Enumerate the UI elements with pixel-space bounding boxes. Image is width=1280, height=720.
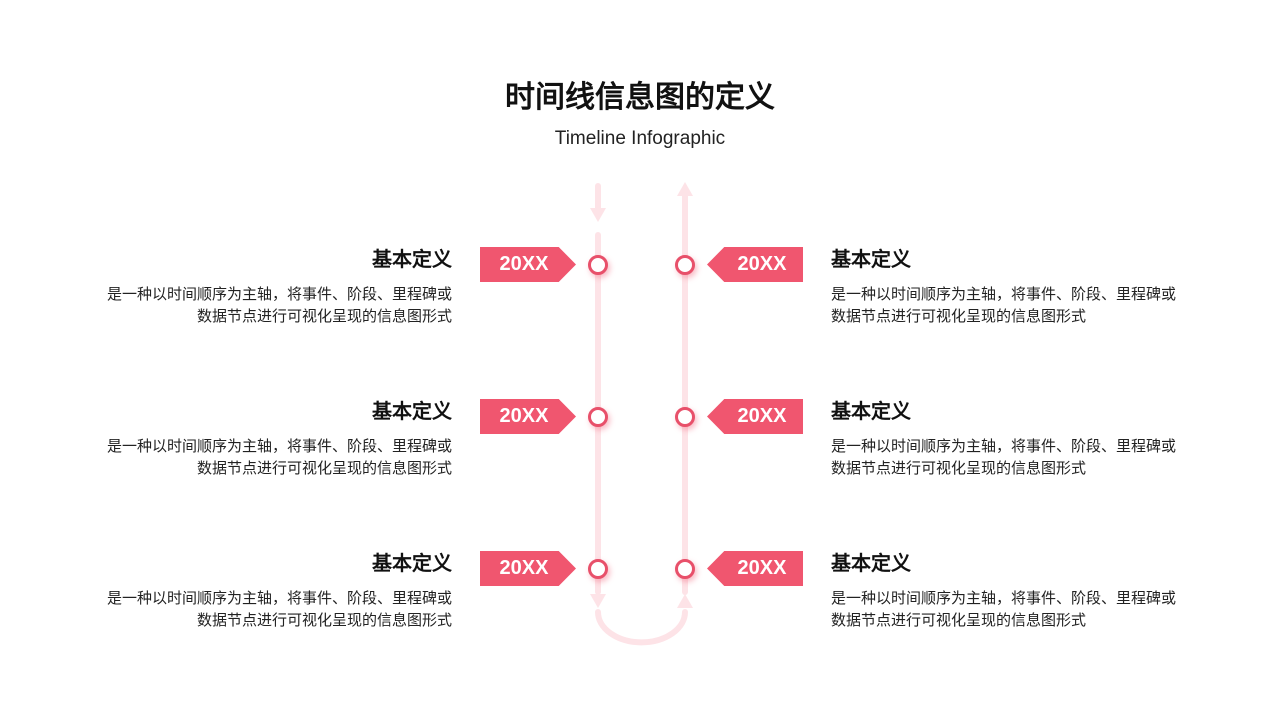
item-title: 基本定义 bbox=[372, 249, 452, 271]
timeline-node-icon bbox=[675, 559, 695, 579]
desc-line: 是一种以时间顺序为主轴，将事件、阶段、里程碑或 bbox=[106, 590, 452, 607]
desc-line: 是一种以时间顺序为主轴，将事件、阶段、里程碑或 bbox=[106, 438, 452, 455]
desc-line: 是一种以时间顺序为主轴，将事件、阶段、里程碑或 bbox=[831, 438, 1177, 455]
item-title: 基本定义 bbox=[372, 401, 452, 423]
item-title: 基本定义 bbox=[831, 401, 911, 423]
timeline-node-icon bbox=[588, 255, 608, 275]
down-arrow-icon bbox=[590, 594, 606, 608]
item-title: 基本定义 bbox=[831, 249, 911, 271]
page-title: 时间线信息图的定义 bbox=[505, 81, 775, 114]
item-description: 是一种以时间顺序为主轴，将事件、阶段、里程碑或数据节点进行可视化呈现的信息图形式 bbox=[831, 284, 1211, 328]
desc-line: 是一种以时间顺序为主轴，将事件、阶段、里程碑或 bbox=[106, 286, 452, 303]
timeline-node-icon bbox=[588, 559, 608, 579]
item-description: 是一种以时间顺序为主轴，将事件、阶段、里程碑或数据节点进行可视化呈现的信息图形式 bbox=[831, 588, 1211, 632]
desc-line: 数据节点进行可视化呈现的信息图形式 bbox=[831, 308, 1087, 325]
item-description: 是一种以时间顺序为主轴，将事件、阶段、里程碑或数据节点进行可视化呈现的信息图形式 bbox=[831, 436, 1211, 480]
timeline-item: 基本定义 是一种以时间顺序为主轴，将事件、阶段、里程碑或数据节点进行可视化呈现的… bbox=[72, 243, 452, 328]
item-description: 是一种以时间顺序为主轴，将事件、阶段、里程碑或数据节点进行可视化呈现的信息图形式 bbox=[72, 588, 452, 632]
page-subtitle: Timeline Infographic bbox=[554, 128, 726, 149]
item-description: 是一种以时间顺序为主轴，将事件、阶段、里程碑或数据节点进行可视化呈现的信息图形式 bbox=[72, 284, 452, 328]
desc-line: 数据节点进行可视化呈现的信息图形式 bbox=[831, 460, 1087, 477]
year-tag: 20XX bbox=[480, 399, 576, 434]
item-description: 是一种以时间顺序为主轴，将事件、阶段、里程碑或数据节点进行可视化呈现的信息图形式 bbox=[72, 436, 452, 480]
timeline-item: 基本定义 是一种以时间顺序为主轴，将事件、阶段、里程碑或数据节点进行可视化呈现的… bbox=[831, 547, 1211, 632]
timeline-item: 基本定义 是一种以时间顺序为主轴，将事件、阶段、里程碑或数据节点进行可视化呈现的… bbox=[831, 243, 1211, 328]
item-title: 基本定义 bbox=[831, 553, 911, 575]
year-tag: 20XX bbox=[707, 247, 803, 282]
year-tag: 20XX bbox=[480, 551, 576, 586]
timeline-node-icon bbox=[588, 407, 608, 427]
year-tag: 20XX bbox=[707, 551, 803, 586]
year-tag: 20XX bbox=[707, 399, 803, 434]
desc-line: 是一种以时间顺序为主轴，将事件、阶段、里程碑或 bbox=[831, 590, 1177, 607]
timeline-node-icon bbox=[675, 255, 695, 275]
desc-line: 数据节点进行可视化呈现的信息图形式 bbox=[831, 612, 1087, 629]
desc-line: 数据节点进行可视化呈现的信息图形式 bbox=[196, 308, 452, 325]
desc-line: 数据节点进行可视化呈现的信息图形式 bbox=[196, 612, 452, 629]
desc-line: 数据节点进行可视化呈现的信息图形式 bbox=[196, 460, 452, 477]
item-title: 基本定义 bbox=[372, 553, 452, 575]
timeline-item: 基本定义 是一种以时间顺序为主轴，将事件、阶段、里程碑或数据节点进行可视化呈现的… bbox=[831, 395, 1211, 480]
up-arrow-icon bbox=[677, 594, 693, 608]
desc-line: 是一种以时间顺序为主轴，将事件、阶段、里程碑或 bbox=[831, 286, 1177, 303]
bottom-curve bbox=[595, 609, 688, 646]
timeline-node-icon bbox=[675, 407, 695, 427]
year-tag: 20XX bbox=[480, 247, 576, 282]
timeline-item: 基本定义 是一种以时间顺序为主轴，将事件、阶段、里程碑或数据节点进行可视化呈现的… bbox=[72, 547, 452, 632]
down-arrow-icon bbox=[590, 208, 606, 222]
up-arrow-icon bbox=[677, 182, 693, 196]
timeline-item: 基本定义 是一种以时间顺序为主轴，将事件、阶段、里程碑或数据节点进行可视化呈现的… bbox=[72, 395, 452, 480]
